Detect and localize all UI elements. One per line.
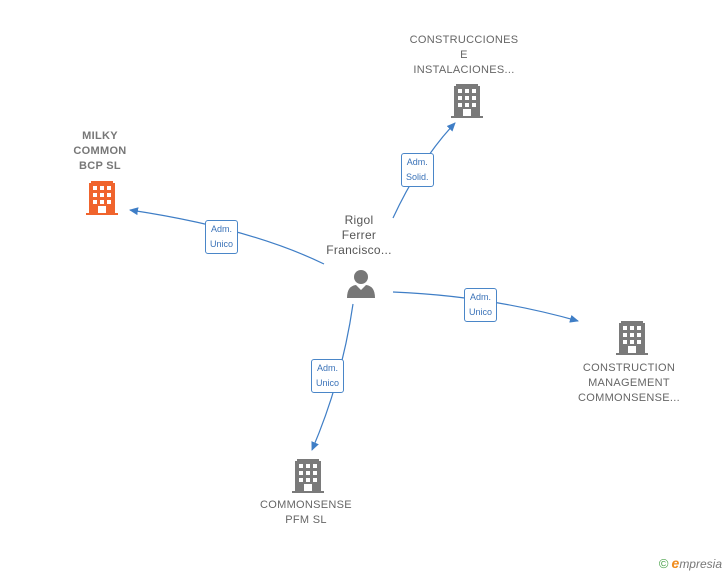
person-icon[interactable] — [346, 269, 376, 299]
brand-footer[interactable]: © empresia — [659, 555, 722, 571]
person-label[interactable]: Rigol Ferrer Francisco... — [326, 213, 392, 257]
brand-logo: empresia — [671, 555, 722, 571]
edge-label-management: Adm. Unico — [464, 288, 498, 322]
building-icon[interactable] — [451, 84, 483, 118]
building-icon[interactable] — [292, 459, 324, 493]
company-label-construcciones[interactable]: CONSTRUCCIONES E INSTALACIONES... — [409, 34, 519, 76]
edge-line-milky — [129, 207, 325, 265]
edge-label-milky: Adm. Unico — [205, 220, 239, 254]
edge-label-construcciones: Adm. Solid. — [401, 153, 434, 187]
company-label-management[interactable]: CONSTRUCTION MANAGEMENT COMMONSENSE... — [578, 362, 680, 404]
building-icon[interactable] — [616, 321, 648, 355]
building-icon[interactable] — [86, 181, 118, 215]
copyright-icon: © — [658, 555, 669, 571]
company-label-pfm[interactable]: COMMONSENSE PFM SL — [260, 499, 352, 526]
edge-label-pfm: Adm. Unico — [311, 359, 345, 393]
company-label-milky[interactable]: MILKY COMMON BCP SL — [73, 130, 127, 172]
